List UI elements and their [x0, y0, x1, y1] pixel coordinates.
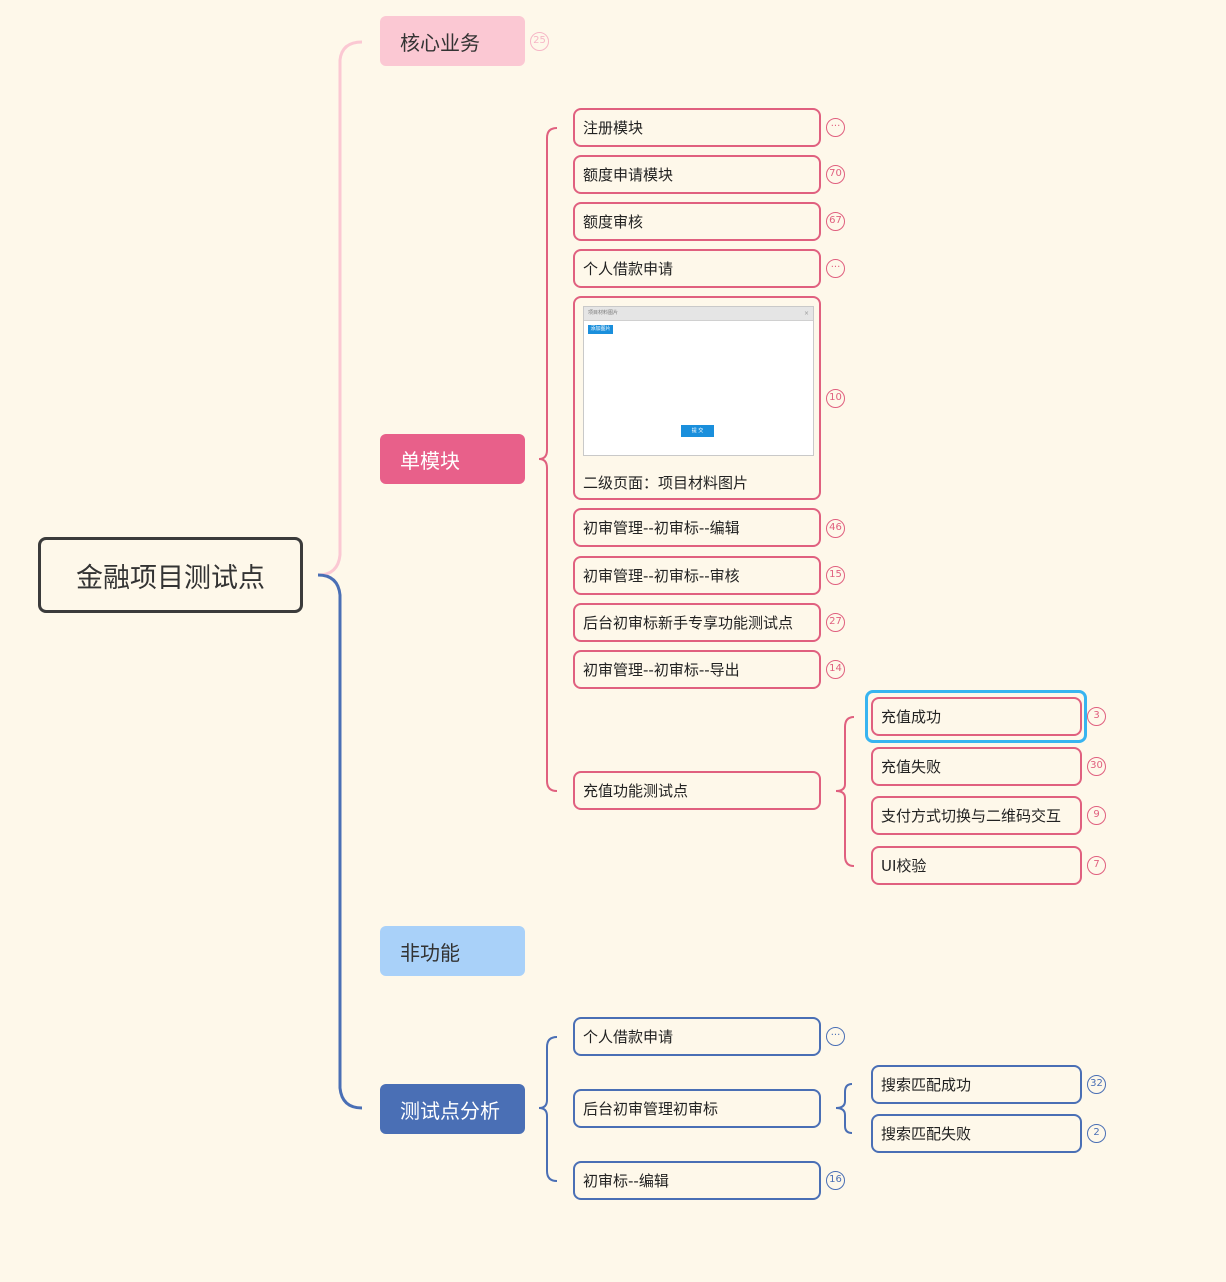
topic-first-review-edit[interactable]: 初审管理--初审标--编辑: [573, 508, 821, 547]
collapsed-count-badge[interactable]: 2: [1087, 1124, 1106, 1143]
root-topic-label: 金融项目测试点: [76, 562, 265, 594]
topic-label: 充值成功: [881, 708, 942, 726]
collapsed-count-badge[interactable]: 67: [826, 212, 845, 231]
topic-credit-apply[interactable]: 额度申请模块: [573, 155, 821, 194]
branch-label: 单模块: [400, 448, 460, 473]
topic-label: 二级页面：项目材料图片: [583, 474, 749, 492]
topic-label: 初审标--编辑: [583, 1172, 669, 1190]
branch-test-point-analysis[interactable]: 测试点分析: [380, 1084, 525, 1134]
topic-label: UI校验: [881, 857, 927, 875]
root-topic[interactable]: 金融项目测试点: [38, 537, 303, 613]
topic-label: 额度申请模块: [583, 166, 674, 184]
topic-credit-review[interactable]: 额度审核: [573, 202, 821, 241]
collapsed-count-badge[interactable]: ···: [826, 1027, 845, 1046]
topic-newbie-exclusive[interactable]: 后台初审标新手专享功能测试点: [573, 603, 821, 642]
topic-recharge-tests[interactable]: 充值功能测试点: [573, 771, 821, 810]
selection-highlight: [865, 690, 1087, 743]
topic-recharge-failure[interactable]: 充值失败: [871, 747, 1082, 786]
topic-material-images[interactable]: 项目材料图片 × 添加图片 提 交 二级页面：项目材料图片: [573, 296, 821, 500]
topic-search-match-failure[interactable]: 搜索匹配失败: [871, 1114, 1082, 1153]
collapsed-count-badge[interactable]: 70: [826, 165, 845, 184]
collapsed-count-badge[interactable]: 46: [826, 519, 845, 538]
branch-label: 测试点分析: [400, 1098, 500, 1123]
collapsed-count-badge[interactable]: 30: [1087, 757, 1106, 776]
topic-label: 注册模块: [583, 119, 644, 137]
collapsed-count-badge[interactable]: 9: [1087, 806, 1106, 825]
collapsed-count-badge[interactable]: 15: [826, 566, 845, 585]
topic-ui-check[interactable]: UI校验: [871, 846, 1082, 885]
topic-label: 后台初审标新手专享功能测试点: [583, 614, 794, 632]
close-icon: ×: [803, 310, 809, 317]
thumbnail-submit-button: 提 交: [681, 425, 714, 437]
branch-non-functional[interactable]: 非功能: [380, 926, 525, 976]
collapsed-count-badge[interactable]: 10: [826, 389, 845, 408]
topic-personal-loan[interactable]: 个人借款申请: [573, 249, 821, 288]
branch-single-module[interactable]: 单模块: [380, 434, 525, 484]
screenshot-thumbnail: 项目材料图片 × 添加图片 提 交: [583, 306, 814, 456]
collapsed-count-badge[interactable]: ···: [826, 259, 845, 278]
topic-label: 初审管理--初审标--编辑: [583, 519, 740, 537]
topic-first-review-export[interactable]: 初审管理--初审标--导出: [573, 650, 821, 689]
topic-label: 充值失败: [881, 758, 942, 776]
collapsed-count-badge[interactable]: 14: [826, 660, 845, 679]
collapsed-count-badge[interactable]: ···: [826, 118, 845, 137]
thumbnail-title: 项目材料图片: [588, 310, 619, 316]
thumbnail-add-button: 添加图片: [588, 325, 613, 334]
collapsed-count-badge[interactable]: 7: [1087, 856, 1106, 875]
topic-payment-switch-qrcode[interactable]: 支付方式切换与二维码交互: [871, 796, 1082, 835]
topic-first-review-audit[interactable]: 初审管理--初审标--审核: [573, 556, 821, 595]
branch-label: 核心业务: [400, 30, 480, 55]
topic-backend-first-review[interactable]: 后台初审管理初审标: [573, 1089, 821, 1128]
topic-label: 初审管理--初审标--审核: [583, 567, 740, 585]
topic-label: 支付方式切换与二维码交互: [881, 807, 1062, 825]
topic-label: 个人借款申请: [583, 260, 674, 278]
topic-register-module[interactable]: 注册模块: [573, 108, 821, 147]
thumbnail-titlebar: 项目材料图片 ×: [584, 307, 813, 321]
collapsed-count-badge[interactable]: 16: [826, 1171, 845, 1190]
collapsed-count-badge[interactable]: 3: [1087, 707, 1106, 726]
topic-analysis-personal-loan[interactable]: 个人借款申请: [573, 1017, 821, 1056]
topic-label: 后台初审管理初审标: [583, 1100, 719, 1118]
topic-first-review-edit-analysis[interactable]: 初审标--编辑: [573, 1161, 821, 1200]
branch-label: 非功能: [400, 940, 460, 965]
collapsed-count-badge[interactable]: 27: [826, 613, 845, 632]
topic-label: 搜索匹配失败: [881, 1125, 972, 1143]
topic-recharge-success[interactable]: 充值成功: [871, 697, 1082, 736]
topic-label: 个人借款申请: [583, 1028, 674, 1046]
topic-label: 充值功能测试点: [583, 782, 689, 800]
branch-core-business[interactable]: 核心业务: [380, 16, 525, 66]
topic-label: 初审管理--初审标--导出: [583, 661, 740, 679]
topic-search-match-success[interactable]: 搜索匹配成功: [871, 1065, 1082, 1104]
collapsed-count-badge[interactable]: 25: [530, 32, 549, 51]
collapsed-count-badge[interactable]: 32: [1087, 1075, 1106, 1094]
topic-label: 搜索匹配成功: [881, 1076, 972, 1094]
topic-label: 额度审核: [583, 213, 644, 231]
